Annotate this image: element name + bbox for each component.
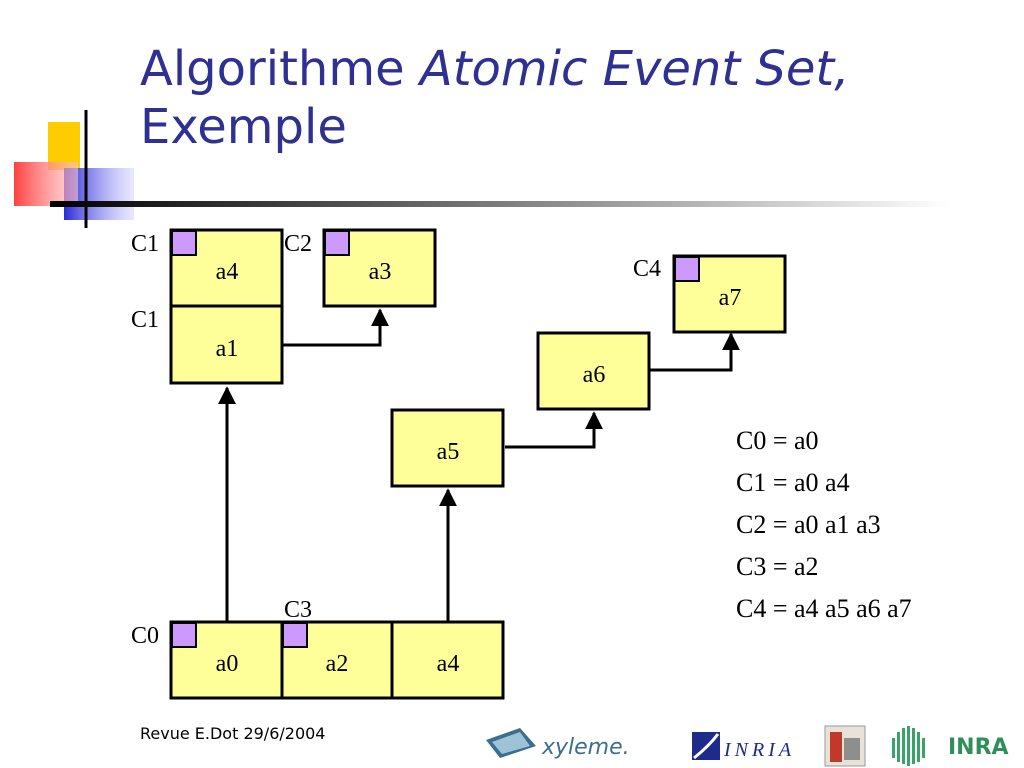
equation-c0: C0 = a0 [736,426,819,455]
checkpoint-label-c2: C2 [284,231,312,257]
xyleme-logo: xyleme. [486,728,630,760]
node-a1 [169,304,284,385]
label-a1: a1 [216,336,239,362]
checkpoint-label-c1-mid: C1 [131,307,159,333]
node-a5 [390,408,505,488]
label-a3: a3 [369,259,392,285]
equation-c2: C2 = a0 a1 a3 [736,510,881,539]
partner-logos: xyleme. INRIA INRA [486,725,1009,767]
label-a6: a6 [583,362,606,388]
edge-a1-a3 [283,308,389,347]
label-a5: a5 [437,439,460,465]
checkpoint-equations: C0 = a0 C1 = a0 a4 C2 = a0 a1 a3 C3 = a2… [736,420,912,630]
inra-logo: INRA [892,726,1009,766]
inria-text: INRIA [723,739,795,761]
checkpoint-label-c0: C0 [131,623,159,649]
footer-text: Revue E.Dot 29/6/2004 [140,724,326,743]
checkpoint-label-c4: C4 [633,256,661,282]
equation-c3: C3 = a2 [736,552,819,581]
atomic-event-diagram: a4 a1 a3 a7 a6 a5 a0 a2 a4 C1 C2 C1 C4 C… [131,228,787,700]
red-block [14,162,78,206]
label-a7: a7 [719,285,742,311]
edge-a6-a7 [650,332,740,372]
inra-text: INRA [948,735,1009,760]
edge-a5-a6 [505,411,603,449]
slide-title: Algorithme Atomic Event Set, Exemple [140,40,849,156]
equation-c1: C1 = a0 a4 [736,468,850,497]
equation-c4: C4 = a4 a5 a6 a7 [736,594,912,623]
marker-c2 [324,230,350,256]
title-italic: Atomic Event Set, [419,41,850,97]
inria-logo: INRIA [692,732,795,761]
marker-c4 [674,256,700,282]
svg-text:xyleme.: xyleme. [541,735,630,760]
title-line2: Exemple [140,99,347,155]
node-a4-bottom [390,620,505,700]
corner-decoration [14,110,134,228]
marker-c1-top [171,230,197,256]
checkpoint-label-c3: C3 [284,597,312,623]
label-a2: a2 [326,651,349,677]
title-main: Algorithme [140,41,420,97]
node-a6 [536,331,651,411]
marker-c0 [171,622,197,648]
emblem-logo [824,725,866,767]
label-a0: a0 [216,651,239,677]
label-a4-bottom: a4 [437,651,460,677]
title-underline [50,201,950,207]
marker-c3 [282,622,308,648]
label-a4-top: a4 [216,259,239,285]
checkpoint-label-c1-top: C1 [131,231,159,257]
